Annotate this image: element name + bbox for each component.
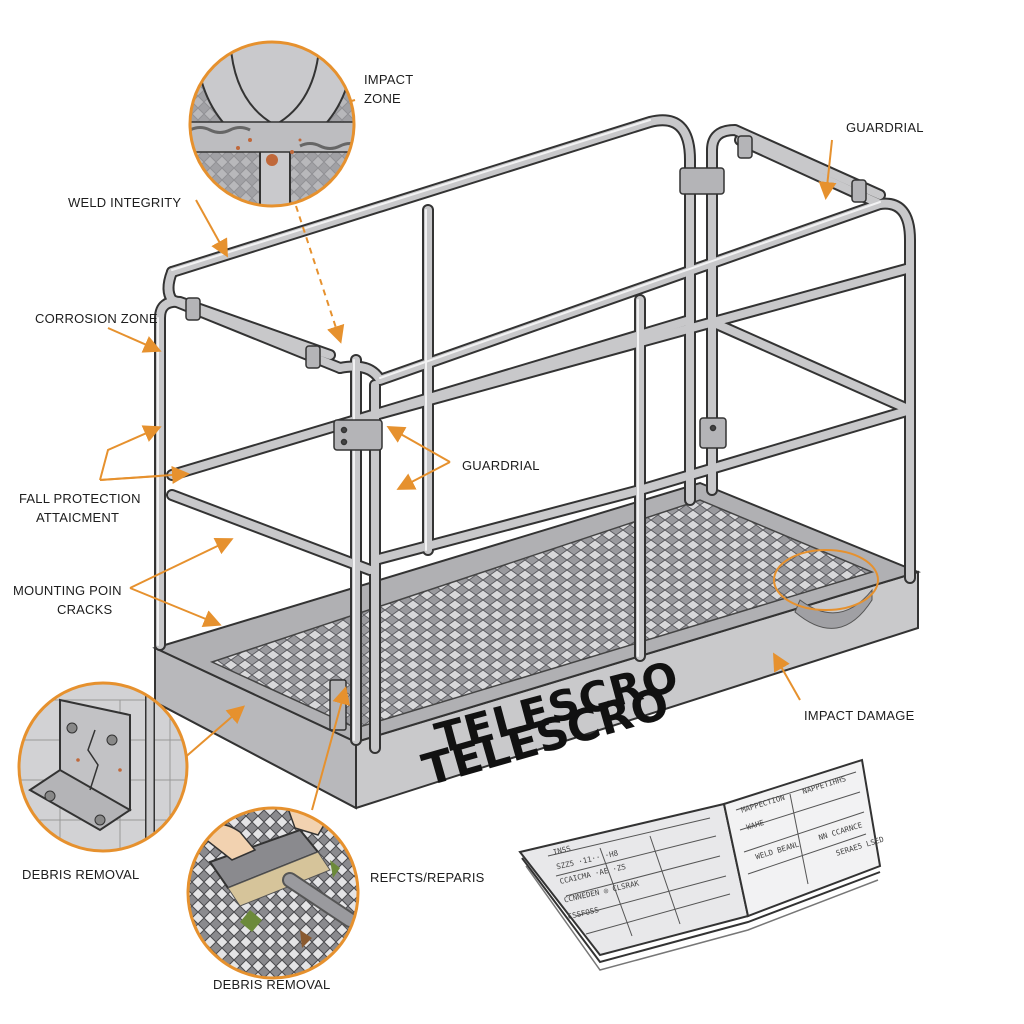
- label-fall-protection-line1: FALL PROTECTION: [19, 491, 141, 506]
- inspection-logbook: [518, 758, 882, 971]
- impact-damage-highlight: [773, 549, 879, 611]
- label-fall-protection-line2: ATTAICMENT: [36, 510, 120, 525]
- detail-weld-impact-circle: [188, 40, 356, 208]
- logbook-right-line: WAHE: [745, 817, 766, 832]
- detail-debris-removal-circle: [186, 806, 360, 980]
- label-weld-integrity: WELD INTEGRITY: [68, 195, 182, 210]
- label-mounting-point-line2: CRACKS: [57, 602, 113, 617]
- label-debris-removal-bottom: DEBRIS REMOVAL: [213, 977, 331, 992]
- label-impact-zone-line2: ZONE: [364, 91, 401, 106]
- label-debris-removal-left: DEBRIS REMOVAL: [22, 867, 140, 882]
- label-impact-damage: IMPACT DAMAGE: [804, 708, 915, 723]
- label-mounting-point-line1: MOUNTING POIN: [13, 583, 122, 598]
- detail-mounting-crack-circle: [17, 681, 189, 853]
- label-corrosion-zone: CORROSION ZONE: [35, 311, 158, 326]
- callout-lines: [99, 99, 837, 811]
- label-guardrial-mid: GUARDRIAL: [462, 458, 540, 473]
- label-guardrial-top: GUARDRIAL: [846, 120, 924, 135]
- basket-floor: [152, 481, 921, 810]
- label-impact-zone-line1: IMPACT: [364, 72, 414, 87]
- label-refects-repairs: REFCTS/REPARIS: [370, 870, 485, 885]
